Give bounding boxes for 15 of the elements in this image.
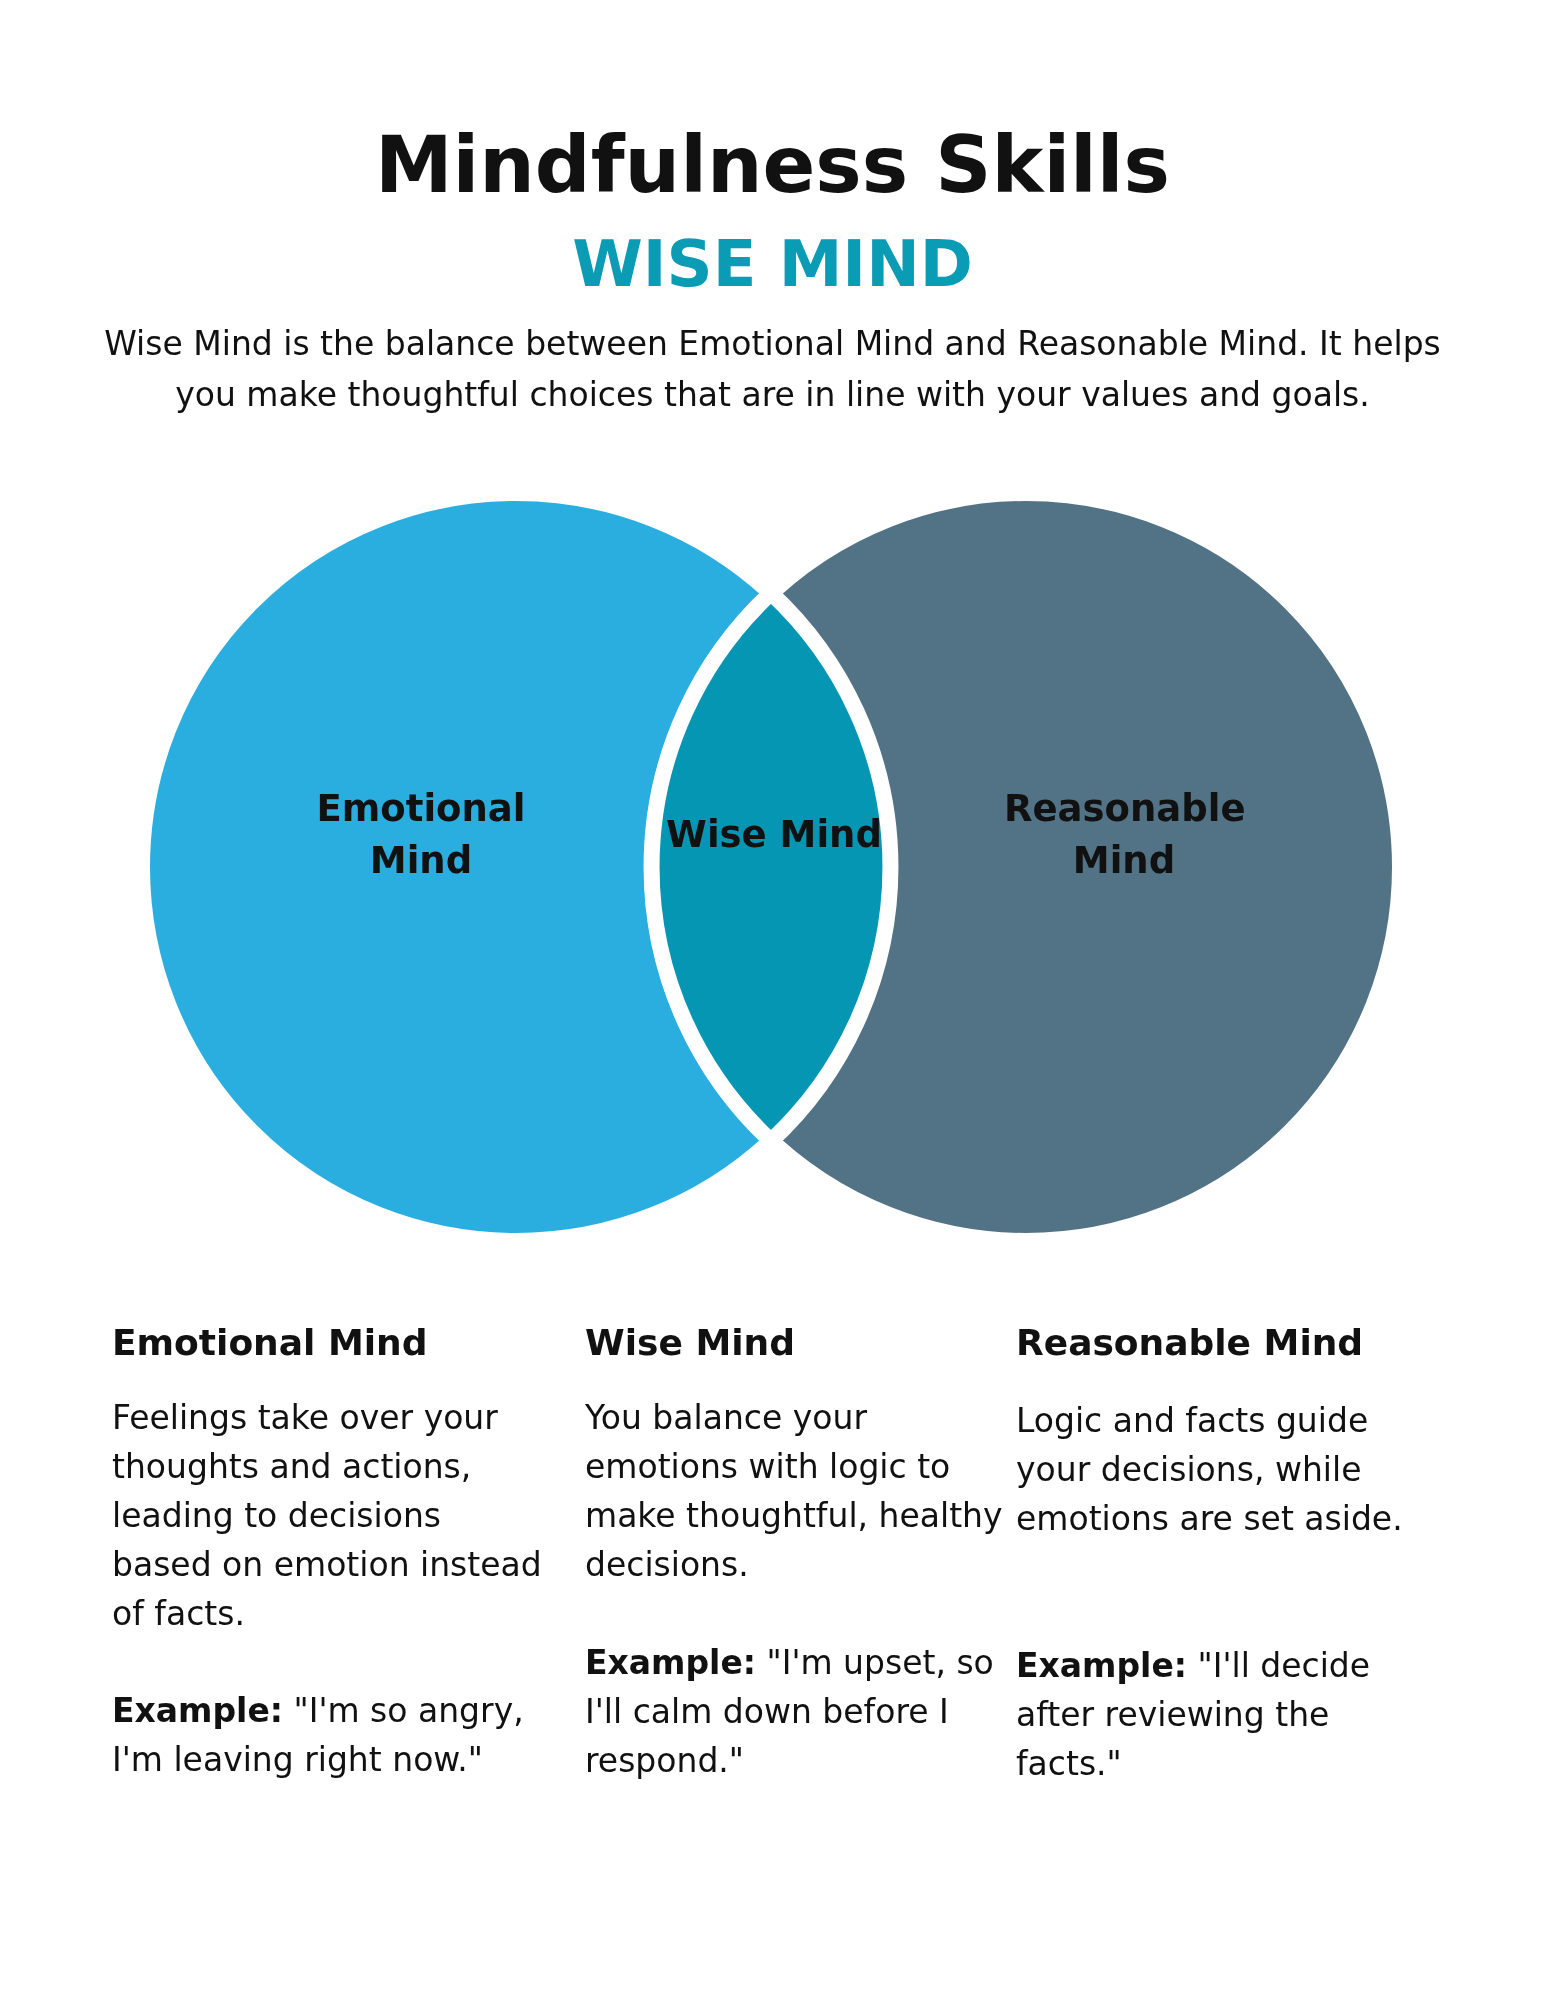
example-text: Example: "I'm upset, so I'll calm down before I respond." — [585, 1642, 995, 1782]
title: Mindfulness Skills — [373, 120, 1171, 210]
column-heading: Emotional Mind — [112, 1321, 429, 1365]
region-label: Emotional Mind — [315, 786, 527, 884]
column-body-text: You balance your emotions with logic to make thoughtful, healthy decisions. — [585, 1397, 1004, 1586]
column-body-text: Logic and facts guide your decisions, while emotions are set aside. — [1016, 1400, 1404, 1540]
column-heading: Wise Mind — [585, 1321, 796, 1365]
example-text: Example: "I'm so angry, I'm leaving right now." — [112, 1690, 525, 1781]
description-text: Wise Mind is the balance between Emotional Mind and Reasonable Mind. It helps you make thoughtful choices that are in line with your values and goals. — [103, 323, 1442, 416]
region-label: Wise Mind — [665, 812, 883, 858]
column-heading: Reasonable Mind — [1016, 1321, 1365, 1365]
column-body-text: Feelings take over your thoughts and actions, leading to decisions based on emotion instead of facts. — [112, 1397, 542, 1635]
region-label: Reasonable Mind — [1004, 786, 1244, 884]
subtitle: WISE MIND — [571, 240, 974, 289]
example-text: Example: "I'll decide after reviewing the facts." — [1016, 1645, 1372, 1785]
